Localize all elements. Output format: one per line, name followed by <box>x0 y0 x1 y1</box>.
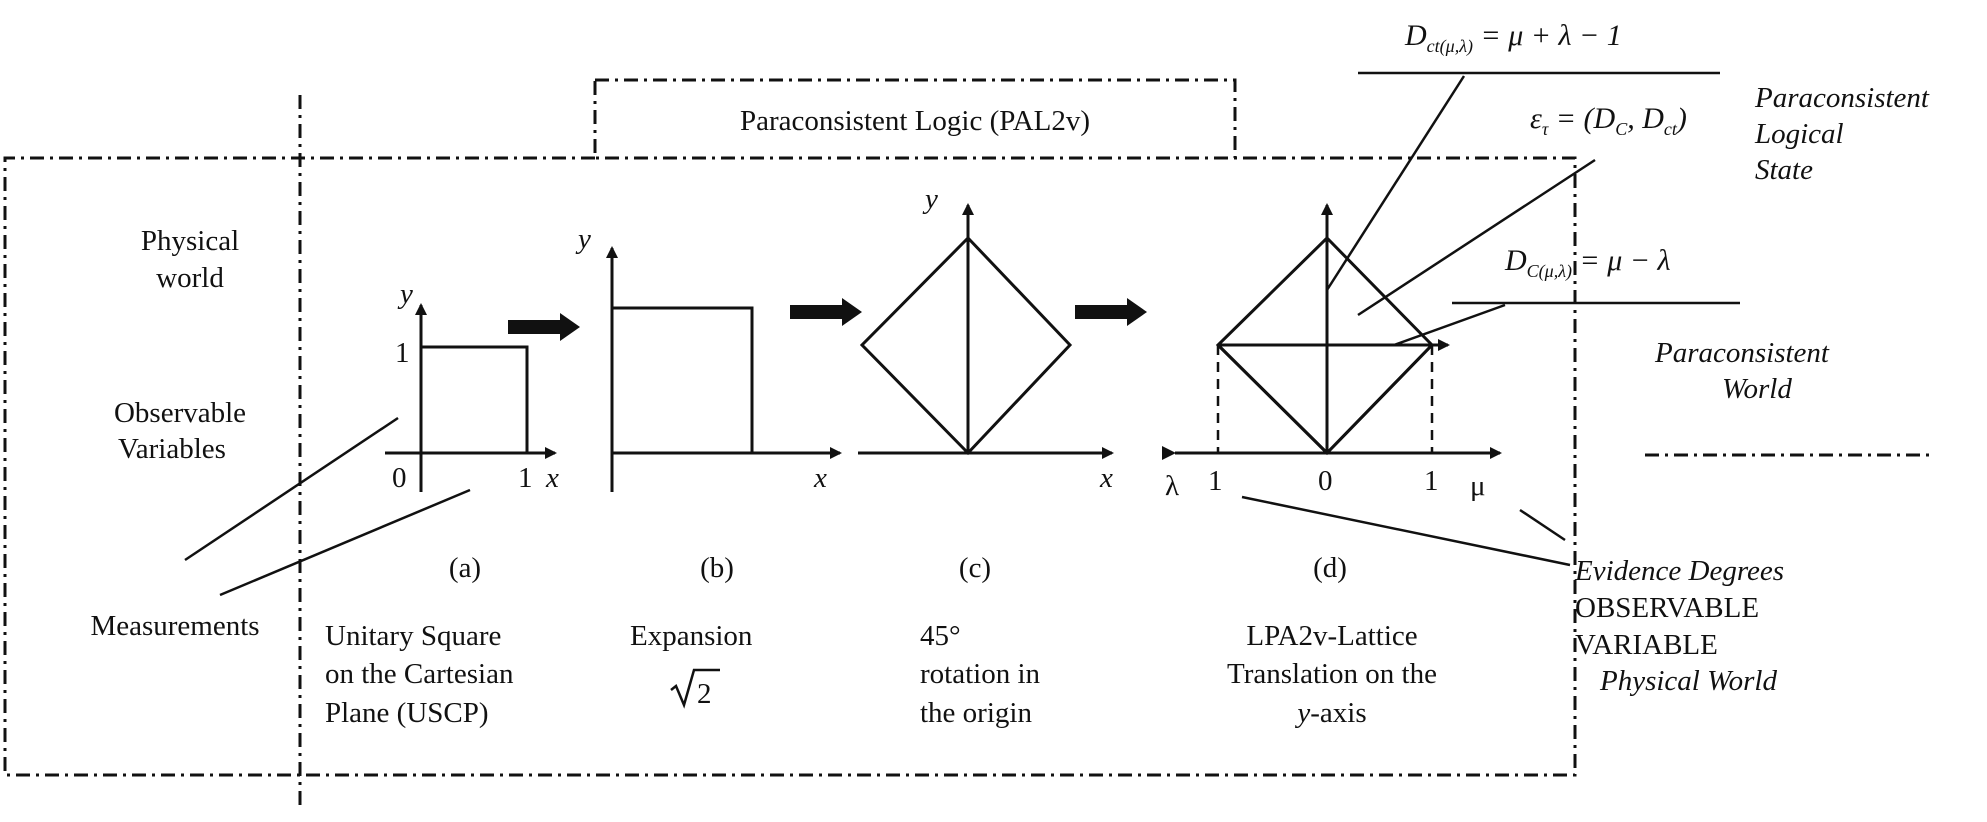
arrow-c-to-d <box>1075 298 1147 326</box>
panel-b-expanded-square <box>610 306 754 455</box>
y-italic: y <box>1294 697 1310 729</box>
pw-label-1: Paraconsistent <box>1654 337 1830 369</box>
pls-label-1: Paraconsistent <box>1754 82 1930 114</box>
measurements-label: Measurements <box>90 610 259 642</box>
evidence-pointer-right <box>1519 508 1566 542</box>
observable-variables-label-2: Variables <box>118 433 226 465</box>
physical-world-label-2: world <box>156 262 224 294</box>
eps-main: ε <box>1530 102 1542 135</box>
dc-pointer <box>1393 303 1506 347</box>
eps-c-sub: C <box>1615 119 1628 139</box>
dct-pointer <box>1325 75 1466 291</box>
right-labels: Paraconsistent Logical State Paraconsist… <box>1241 82 1930 697</box>
lambda-label: λ <box>1165 470 1179 502</box>
axis-suffix: -axis <box>1310 697 1366 729</box>
physical-world-right-label: Physical World <box>1599 665 1777 697</box>
panel-a-one-x: 1 <box>518 462 533 494</box>
left-labels: Physical world Observable Variables Meas… <box>90 225 471 642</box>
pw-label-2: World <box>1722 373 1792 405</box>
eps-ct-sub: ct <box>1664 119 1678 139</box>
panel-d-caption-1: LPA2v-Lattice <box>1246 620 1417 652</box>
panel-d-caption-3: y-axis <box>1294 697 1366 729</box>
eps-formula: ετ = (DC, Dct) <box>1530 102 1687 139</box>
panel-c: y x (c) 45° rotation in the origin <box>858 183 1114 729</box>
dct-sub: ct(μ,λ) <box>1427 36 1473 57</box>
dc-formula: DC(μ,λ) = μ − λ <box>1504 244 1671 282</box>
panel-a: y 1 0 1 x (a) Unitary Square on the Cart… <box>325 278 559 729</box>
pal2v-title: Paraconsistent Logic (PAL2v) <box>740 105 1090 137</box>
eps-sub: τ <box>1542 119 1549 139</box>
pal2v-box <box>593 78 1237 160</box>
panel-b-y-label: y <box>575 223 591 255</box>
panel-c-x-label: x <box>1099 462 1113 494</box>
tick-1-right: 1 <box>1424 465 1439 497</box>
eps-pointer <box>1357 158 1596 317</box>
panel-a-caption-3: Plane (USCP) <box>325 697 489 729</box>
panel-a-caption-1: Unitary Square <box>325 620 501 652</box>
panel-b-tag: (b) <box>700 552 734 584</box>
observable-label-1: OBSERVABLE <box>1575 592 1759 624</box>
measurements-pointer-line <box>219 488 471 597</box>
physical-world-label: Physical <box>141 225 239 257</box>
eps-mid: , D <box>1627 102 1664 135</box>
arrow-b-to-c <box>790 298 862 326</box>
frames <box>3 78 1935 810</box>
tick-0: 0 <box>1318 465 1333 497</box>
panel-a-unit-square <box>419 345 529 455</box>
dct-rhs: = μ + λ − 1 <box>1473 19 1622 52</box>
pls-label-3: State <box>1755 154 1813 186</box>
lattice-diag-right <box>1325 343 1434 455</box>
panel-a-one-y: 1 <box>395 337 410 369</box>
lattice-diag-left <box>1216 343 1329 455</box>
panel-a-caption-2: on the Cartesian <box>325 658 514 690</box>
tick-1-left: 1 <box>1208 465 1223 497</box>
dct-main: D <box>1404 19 1427 52</box>
panel-d-tag: (d) <box>1313 552 1347 584</box>
mu-label: μ <box>1470 470 1486 502</box>
observable-variables-label: Observable <box>114 397 246 429</box>
panel-c-caption-3: the origin <box>920 697 1032 729</box>
panel-b-sqrt-value: 2 <box>697 678 712 710</box>
arrow-a-to-b <box>508 313 580 341</box>
dc-main: D <box>1504 244 1527 277</box>
dc-sub: C(μ,λ) <box>1527 261 1572 282</box>
panel-c-caption-2: rotation in <box>920 658 1041 690</box>
evidence-label: Evidence Degrees <box>1574 555 1784 587</box>
observable-label-2: VARIABLE <box>1575 629 1718 661</box>
panel-a-zero: 0 <box>392 462 407 494</box>
panel-c-caption-1: 45° <box>920 620 961 652</box>
panel-a-x-label: x <box>545 462 559 494</box>
panel-a-tag: (a) <box>449 552 481 584</box>
evidence-pointer-left <box>1241 495 1571 567</box>
panel-c-tag: (c) <box>959 552 991 584</box>
panel-d: λ 1 0 1 μ (d) LPA2v-Lattice Translation … <box>1162 203 1502 729</box>
panel-b-x-label: x <box>813 462 827 494</box>
panel-b: y x (b) Expansion 2 <box>575 223 842 710</box>
formulas: Dct(μ,λ) = μ + λ − 1 ετ = (DC, Dct) DC(μ… <box>1325 19 1740 347</box>
dct-formula: Dct(μ,λ) = μ + λ − 1 <box>1404 19 1622 57</box>
dc-rhs: = μ − λ <box>1572 244 1671 277</box>
panel-a-y-label: y <box>397 278 413 310</box>
eps-end: ) <box>1675 102 1687 135</box>
panel-c-y-label: y <box>922 183 938 215</box>
panel-d-caption-2: Translation on the <box>1227 658 1437 690</box>
eps-rhs: = (D <box>1548 102 1615 135</box>
outer-frame <box>3 156 1577 777</box>
pls-label-2: Logical <box>1754 118 1844 150</box>
panel-c-rotated-square <box>859 235 1073 456</box>
observable-pointer-line <box>184 416 399 562</box>
panel-b-caption: Expansion <box>630 620 753 652</box>
sqrt-symbol <box>670 668 720 709</box>
